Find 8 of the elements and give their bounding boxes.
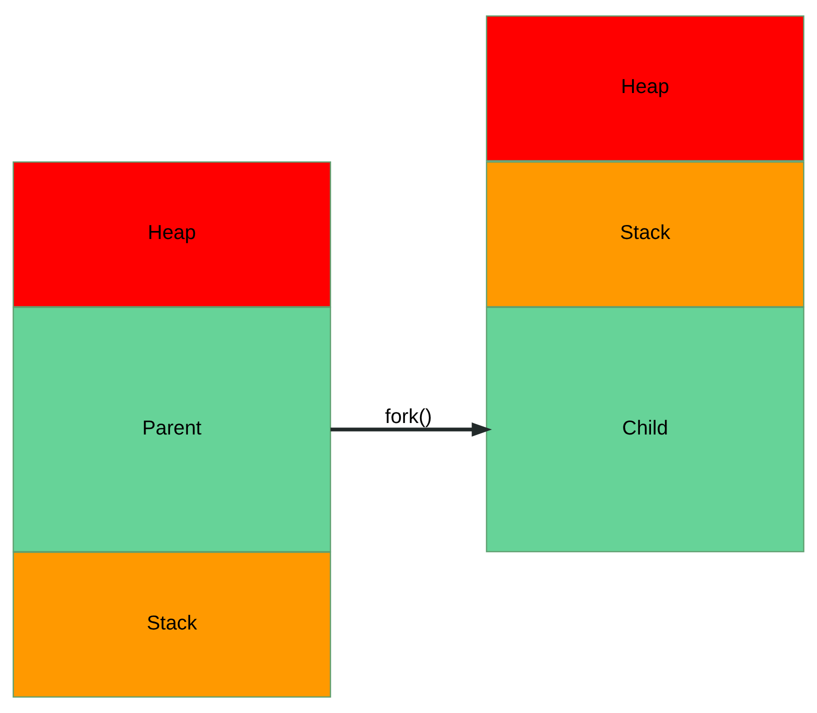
node-box: Stack	[486, 161, 804, 308]
node-box: Heap	[12, 161, 332, 308]
node-box: Parent	[12, 306, 332, 552]
node-box: Stack	[12, 552, 332, 698]
node-box: Heap	[486, 15, 804, 162]
node-box: Child	[486, 306, 804, 552]
edge-label: fork()	[385, 406, 432, 428]
arrow	[330, 422, 492, 437]
